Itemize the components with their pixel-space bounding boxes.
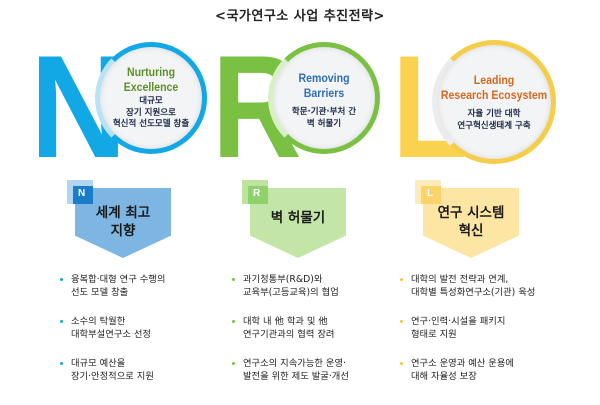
circle-nurturing-excellence: Nurturing Excellence 대규모 장기 지원으로 혁신적 선도모…: [95, 42, 207, 154]
list-item: 연구·인력·시설을 패키지 형태로 지원: [400, 315, 600, 341]
bullet-dot-icon: [60, 320, 63, 323]
bullet-dot-icon: [60, 278, 63, 281]
bullet-text: 대학 내 他 학과 및 他 연구기관과의 협력 장려: [243, 316, 335, 340]
circle-title-line2: Excellence: [123, 80, 179, 94]
list-item: 연구소 운영과 예산 운용에 대해 자율성 보장: [400, 357, 600, 383]
circle-title-line2: Research Ecosystem: [440, 88, 548, 102]
bullet-dot-icon: [400, 278, 403, 281]
bullet-text: 소수의 탁월한 대학부설연구소 선정: [71, 316, 151, 340]
bullet-dot-icon: [60, 362, 63, 365]
tag-square: [421, 186, 441, 204]
bullet-text: 대학의 발전 전략과 연계, 대학별 특성화연구소(기관) 육성: [411, 274, 536, 298]
strategy-box-r: R 벽 허물기: [242, 180, 346, 258]
list-item: 소수의 탁월한 대학부설연구소 선정: [60, 315, 230, 341]
bullet-text: 융복합·대형 연구 수행의 선도 모델 창출: [71, 274, 166, 298]
bullet-dot-icon: [400, 362, 403, 365]
tag-square: [248, 186, 268, 204]
page-title: <국가연구소 사업 추진전략>: [215, 9, 385, 24]
circle-leading-research-ecosystem: Leading Research Ecosystem 자율 기반 대학 연구혁신…: [432, 40, 556, 164]
tag-square: [73, 186, 93, 204]
bullet-text: 연구소 운영과 예산 운용에 대해 자율성 보장: [411, 358, 514, 382]
tag-letter: L: [427, 188, 434, 199]
circle-description: 자율 기반 대학 연구혁신생태계 구축: [457, 109, 531, 131]
bullet-text: 연구소의 지속가능한 운영· 발전을 위한 제도 발굴·개선: [243, 358, 349, 382]
list-item: 과기정통부(R&D)와 교육부(고등교육)의 협업: [232, 273, 407, 299]
strategy-box-l: L 연구 시스템 혁신: [415, 180, 519, 258]
bullet-text: 연구·인력·시설을 패키지 형태로 지원: [411, 316, 506, 340]
bullet-list-r: 과기정통부(R&D)와 교육부(고등교육)의 협업 대학 내 他 학과 및 他 …: [232, 273, 407, 399]
tag-letter: N: [78, 188, 86, 199]
strategy-title: 연구 시스템 혁신: [437, 205, 505, 239]
bullet-text: 과기정통부(R&D)와 교육부(고등교육)의 협업: [243, 274, 339, 298]
circle-title-line1: Removing: [298, 71, 350, 85]
bullet-list-l: 대학의 발전 전략과 연계, 대학별 특성화연구소(기관) 육성 연구·인력·시…: [400, 273, 600, 399]
circle-description: 대규모 장기 지원으로 혁신적 선도모델 창출: [112, 96, 190, 129]
strategy-title: 벽 허물기: [270, 210, 326, 226]
circle-title-line2: Barriers: [303, 86, 345, 100]
circle-removing-barriers: Removing Barriers 학문·기관·부처 간 벽 허물기: [268, 42, 380, 154]
list-item: 대학 내 他 학과 및 他 연구기관과의 협력 장려: [232, 315, 407, 341]
circle-title-line1: Nurturing: [126, 65, 176, 79]
bullet-dot-icon: [400, 320, 403, 323]
bullet-dot-icon: [232, 278, 235, 281]
list-item: 대규모 예산을 장기·안정적으로 지원: [60, 357, 230, 383]
bullet-dot-icon: [232, 320, 235, 323]
strategy-title: 세계 최고 지향: [95, 205, 151, 239]
tag-letter: R: [253, 188, 261, 199]
list-item: 대학의 발전 전략과 연계, 대학별 특성화연구소(기관) 육성: [400, 273, 600, 299]
circle-title-line1: Leading: [473, 73, 515, 87]
strategy-box-n: N 세계 최고 지향: [67, 180, 171, 258]
bullet-list-n: 융복합·대형 연구 수행의 선도 모델 창출 소수의 탁월한 대학부설연구소 선…: [60, 273, 230, 399]
circle-description: 학문·기관·부처 간 벽 허물기: [291, 107, 357, 129]
bullet-text: 대규모 예산을 장기·안정적으로 지원: [71, 358, 154, 382]
bullet-dot-icon: [232, 362, 235, 365]
list-item: 연구소의 지속가능한 운영· 발전을 위한 제도 발굴·개선: [232, 357, 407, 383]
list-item: 융복합·대형 연구 수행의 선도 모델 창출: [60, 273, 230, 299]
